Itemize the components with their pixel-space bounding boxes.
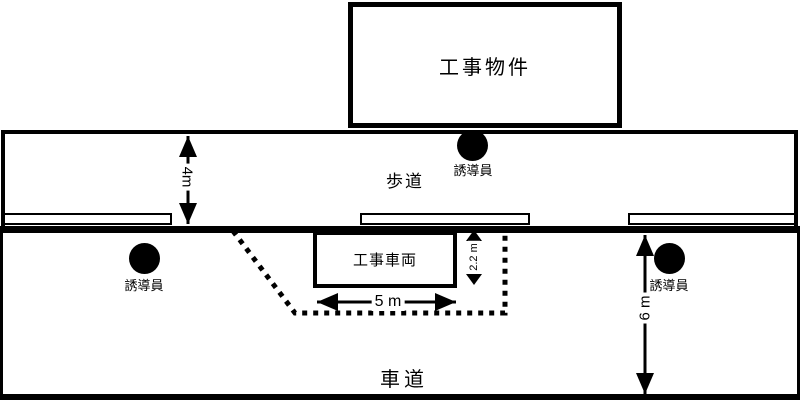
sidewalk-width-dim-label: 4m bbox=[178, 163, 196, 191]
flagger-label-road-right: 誘導員 bbox=[649, 278, 689, 293]
flagger-label-road-left: 誘導員 bbox=[124, 278, 164, 293]
flagger-icon-road-left bbox=[129, 243, 160, 274]
vehicle-box: 工事車両 bbox=[313, 231, 457, 288]
sidewalk-label: 歩道 bbox=[386, 172, 424, 191]
flagger-icon-sidewalk bbox=[457, 130, 488, 161]
barricade-strip-left bbox=[3, 213, 172, 225]
flagger-label-sidewalk: 誘導員 bbox=[453, 163, 493, 178]
barricade-strip-center bbox=[360, 213, 530, 225]
vehicle-length-dim-label: 5 m bbox=[371, 293, 405, 311]
vehicle-width-dim-label: 2.2 m bbox=[468, 241, 480, 273]
building-box: 工事物件 bbox=[348, 2, 622, 128]
vehicle-label: 工事車両 bbox=[352, 252, 417, 269]
sidewalk-area bbox=[1, 130, 798, 226]
road-width-dim-label: 6 m bbox=[636, 292, 654, 324]
flagger-icon-road-right bbox=[654, 243, 685, 274]
road-label: 車道 bbox=[380, 369, 428, 391]
barricade-strip-right bbox=[628, 213, 796, 225]
building-label: 工事物件 bbox=[439, 56, 531, 79]
